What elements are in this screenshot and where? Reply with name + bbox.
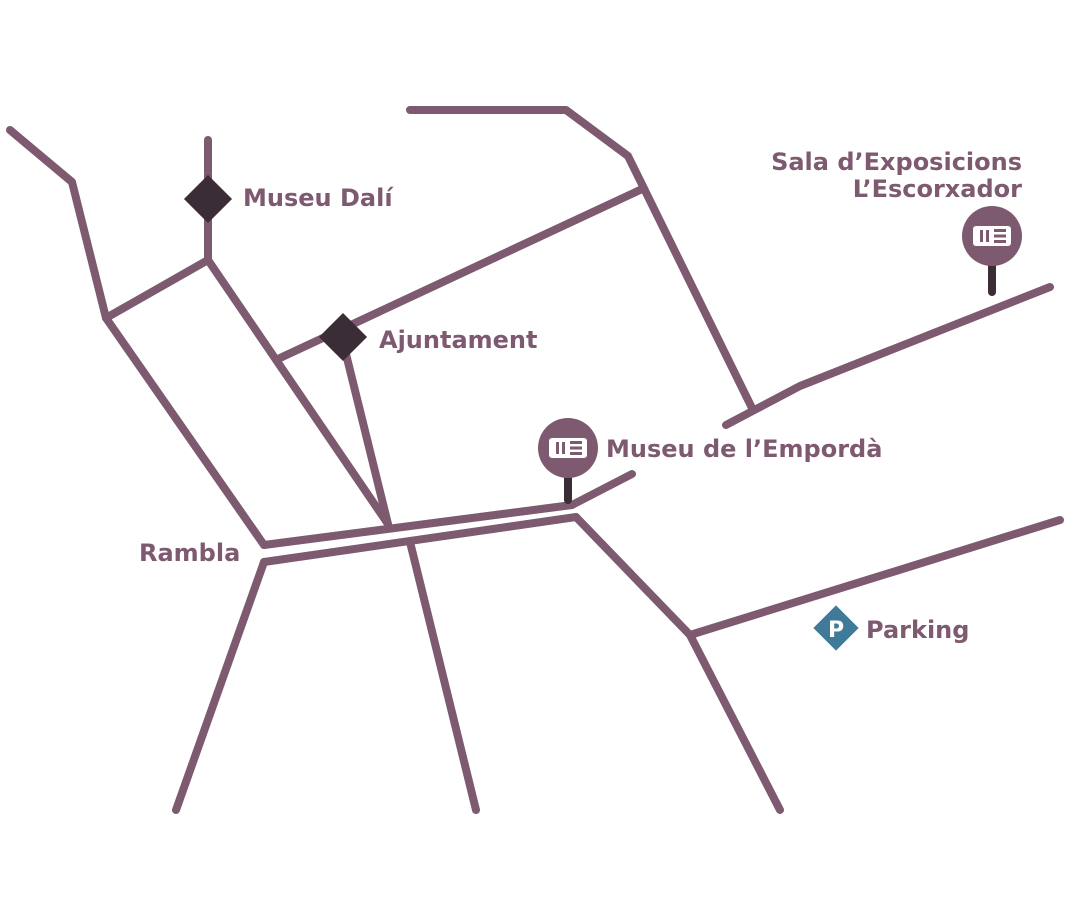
road-west-diagonal — [102, 314, 268, 549]
ticket-icon — [973, 226, 1011, 246]
ticket-icon — [549, 438, 587, 458]
rambla-north-edge — [260, 501, 576, 549]
museu-dali-label: Museu Dalí — [243, 184, 394, 212]
road-north-top — [406, 106, 756, 412]
road-east — [722, 283, 1054, 429]
museu-dali-marker[interactable]: Museu Dalí — [183, 174, 394, 224]
sala-exposicions-label-line1: Sala d’Exposicions — [771, 148, 1022, 176]
road-parking-street — [686, 516, 1064, 639]
road-central-diagonal — [204, 256, 392, 528]
road-network — [6, 106, 1064, 814]
rambla-label: Rambla — [139, 539, 240, 567]
ajuntament-label: Ajuntament — [379, 326, 537, 354]
ajuntament-marker[interactable]: Ajuntament — [318, 312, 538, 362]
parking-label: Parking — [866, 616, 969, 644]
sala-exposicions-label-line2: L’Escorxador — [853, 175, 1022, 203]
diamond-landmark-icon — [183, 174, 233, 224]
parking-symbol: P — [828, 618, 844, 643]
road-south-middle — [406, 538, 480, 814]
road-dali-link — [102, 256, 212, 322]
museu-emporda-label: Museu de l’Empordà — [606, 435, 882, 463]
diamond-landmark-icon — [318, 312, 368, 362]
road-northwest — [6, 126, 110, 322]
road-ajuntament-south — [341, 346, 392, 528]
parking-icon — [813, 605, 859, 651]
road-emporda-spur — [568, 470, 636, 509]
road-south-east — [572, 513, 784, 814]
sala-exposicions-marker[interactable]: Sala d’Exposicions L’Escorxador — [771, 148, 1022, 296]
road-south-west — [172, 558, 268, 814]
rambla-south-edge — [260, 513, 580, 566]
parking-marker[interactable]: P Parking — [813, 605, 969, 651]
museu-emporda-marker[interactable]: Museu de l’Empordà — [538, 418, 882, 504]
